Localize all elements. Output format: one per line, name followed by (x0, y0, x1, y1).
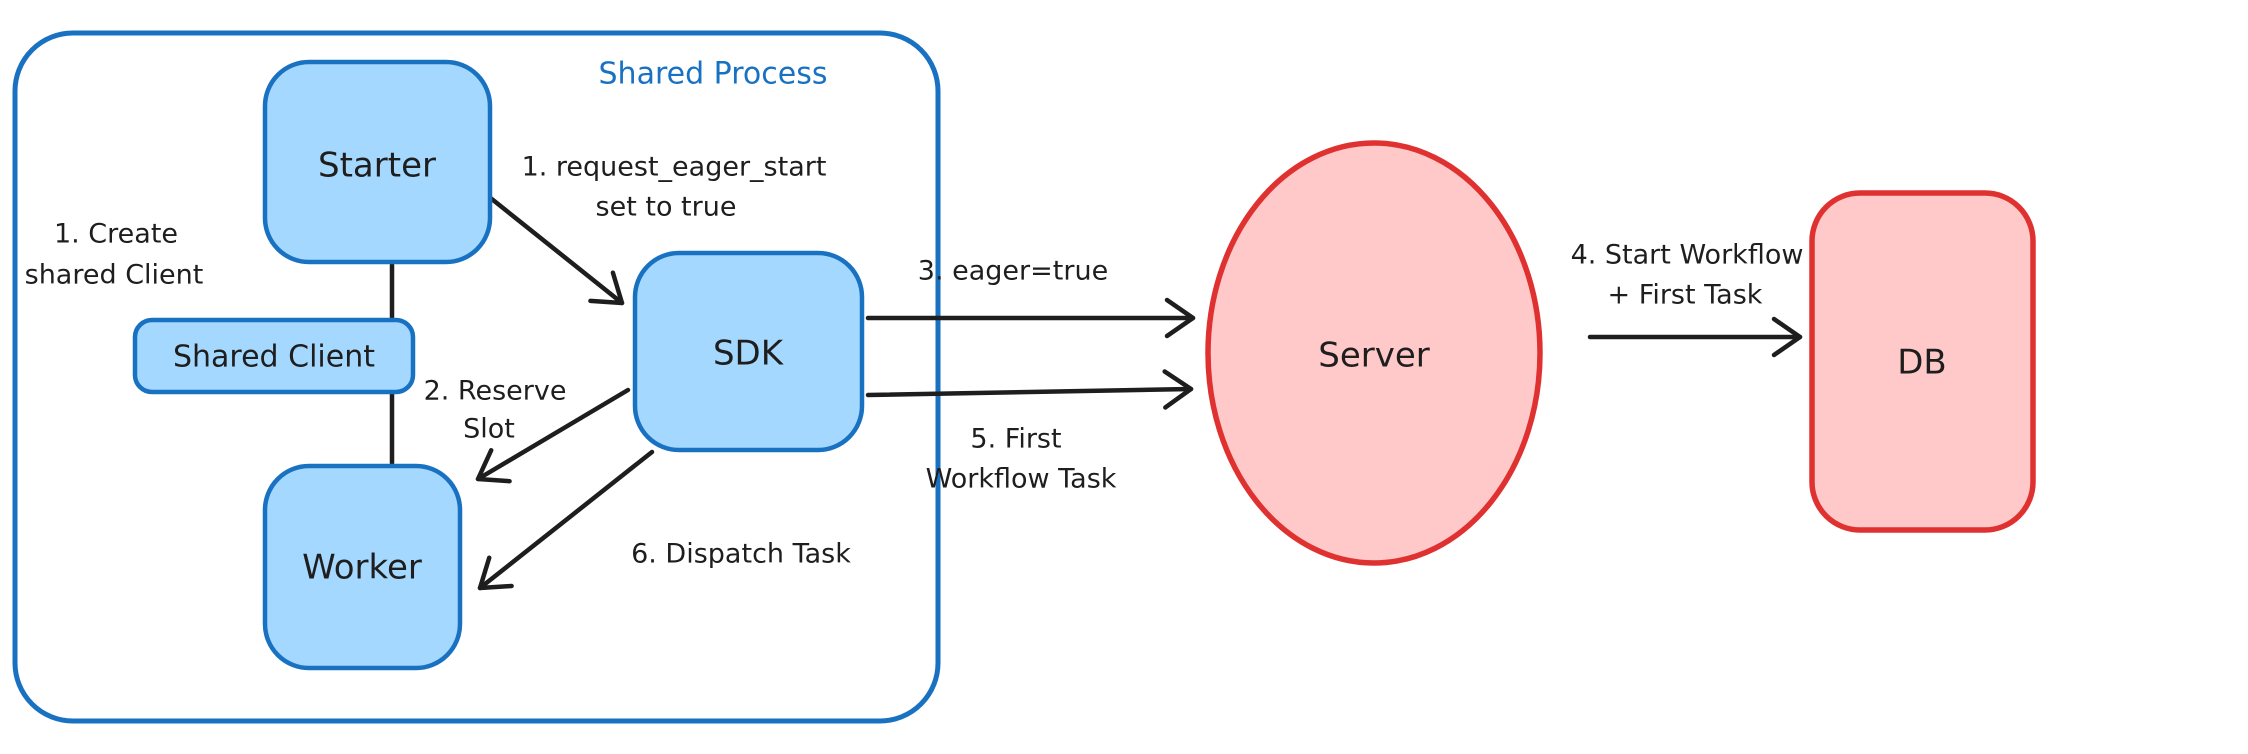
starter-label: Starter (318, 146, 436, 186)
shared-process-frame (12, 30, 941, 724)
edge-starter-sdk (480, 189, 625, 306)
node-server: Server (1205, 140, 1543, 566)
shared-client-box (132, 317, 416, 395)
annotation-request-eager-start-line2: set to true (596, 192, 737, 223)
annotation-request-eager-start-line1: 1. request_eager_start (522, 152, 827, 183)
starter-box (262, 59, 493, 265)
sdk-label: SDK (713, 334, 785, 374)
server-ellipse (1205, 140, 1543, 566)
annotation-reserve-slot: 2. Reserve Slot (424, 376, 567, 445)
annotation-dispatch-task: 6. Dispatch Task (631, 539, 851, 570)
annotation-reserve-slot-line2: Slot (463, 414, 515, 445)
edge-sdk-worker-reserve (475, 387, 631, 484)
server-label: Server (1318, 336, 1430, 376)
annotation-first-workflow-task-line2: Workflow Task (926, 464, 1117, 495)
sdk-box (632, 250, 865, 453)
shared-process-label: Shared Process (599, 57, 828, 92)
node-db: DB (1809, 190, 2036, 533)
annotation-first-workflow-task-line1: 5. First (970, 424, 1061, 455)
annotation-eager-true: 3. eager=true (918, 256, 1108, 287)
node-worker: Worker (262, 463, 463, 671)
db-label: DB (1897, 343, 1947, 383)
annotation-request-eager-start: 1. request_eager_start set to true (522, 152, 827, 223)
annotation-create-shared-client-line2: shared Client (25, 260, 204, 291)
worker-label: Worker (302, 548, 422, 588)
annotation-first-workflow-task: 5. First Workflow Task (926, 424, 1117, 495)
annotation-create-shared-client: 1. Create shared Client (25, 219, 204, 291)
node-sdk: SDK (632, 250, 865, 453)
db-box (1809, 190, 2036, 533)
annotation-reserve-slot-line1: 2. Reserve (424, 376, 567, 407)
node-shared-client: Shared Client (132, 317, 416, 395)
annotation-create-shared-client-line1: 1. Create (54, 219, 178, 250)
annotation-start-workflow-line1: 4. Start Workflow (1571, 240, 1804, 271)
edge-sdk-worker-dispatch (477, 449, 655, 591)
annotation-start-workflow: 4. Start Workflow + First Task (1571, 240, 1804, 311)
node-starter: Starter (262, 59, 493, 265)
shared-client-label: Shared Client (173, 340, 375, 375)
worker-box (262, 463, 463, 671)
edge-sdk-server-first-task (865, 369, 1194, 410)
annotation-start-workflow-line2: + First Task (1608, 280, 1763, 311)
